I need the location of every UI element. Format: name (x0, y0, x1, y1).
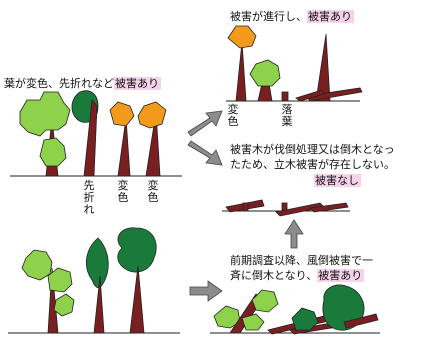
stump (281, 91, 289, 102)
bottom-left-tree-group (8, 227, 180, 334)
no-damage-badge: 被害なし (314, 174, 361, 187)
top-left-tree-group (10, 90, 182, 177)
caption-text: 被害が進行し、 (230, 10, 307, 23)
broken-tip-tree (71, 90, 99, 177)
bottom-right-fallen-group (210, 284, 380, 335)
bottom-tree-3 (117, 227, 157, 334)
top-right-tree-group (226, 25, 363, 102)
bottom-right-caption-line1: 前期調査以降、風倒被害で一 (230, 254, 373, 267)
arrow-windthrow-to-no-damage (284, 219, 304, 249)
top-right-caption: 被害が進行し、被害あり (230, 10, 354, 24)
no-damage-badge-wrap: 被害なし (314, 174, 361, 188)
arrow-to-no-damage (187, 140, 223, 166)
bottom-right-caption-line2: 斉に倒木となり、被害あり (230, 269, 365, 283)
bottom-tree-2 (85, 237, 109, 334)
arrow-to-progressed (187, 110, 223, 137)
middle-right-caption-line1: 被害木が伐倒処理又は倒木となっ (230, 143, 395, 156)
middle-right-caption-line2: たため、立木被害が存在しない。 (230, 158, 395, 171)
damage-present-badge: 被害あり (317, 269, 365, 282)
discolored-label-1: 変色 (117, 179, 129, 204)
healthy-tree-1 (19, 91, 71, 177)
discolored-tree-2 (137, 101, 167, 177)
damage-present-badge: 被害あり (114, 77, 161, 90)
discolored-label: 変色 (227, 103, 239, 128)
damage-present-badge: 被害あり (307, 10, 354, 23)
caption-text: 葉が変色、先折れなど (4, 77, 114, 90)
broken-tip-label: 先折れ (83, 179, 95, 216)
progressed-orange-tree (227, 25, 257, 102)
middle-right-logs (222, 199, 350, 217)
caption-text: 斉に倒木となり、 (230, 269, 318, 282)
top-left-caption: 葉が変色、先折れなど被害あり (4, 77, 161, 91)
bottom-tree-1 (21, 249, 75, 334)
arrow-healthy-to-windthrow (189, 280, 223, 302)
fallen-leaves-label: 落葉 (281, 103, 293, 128)
discolored-tree-1 (109, 101, 135, 177)
discolored-label-2: 変色 (147, 179, 159, 204)
progressed-green-tree (249, 59, 281, 102)
leafless-tree (295, 33, 363, 102)
